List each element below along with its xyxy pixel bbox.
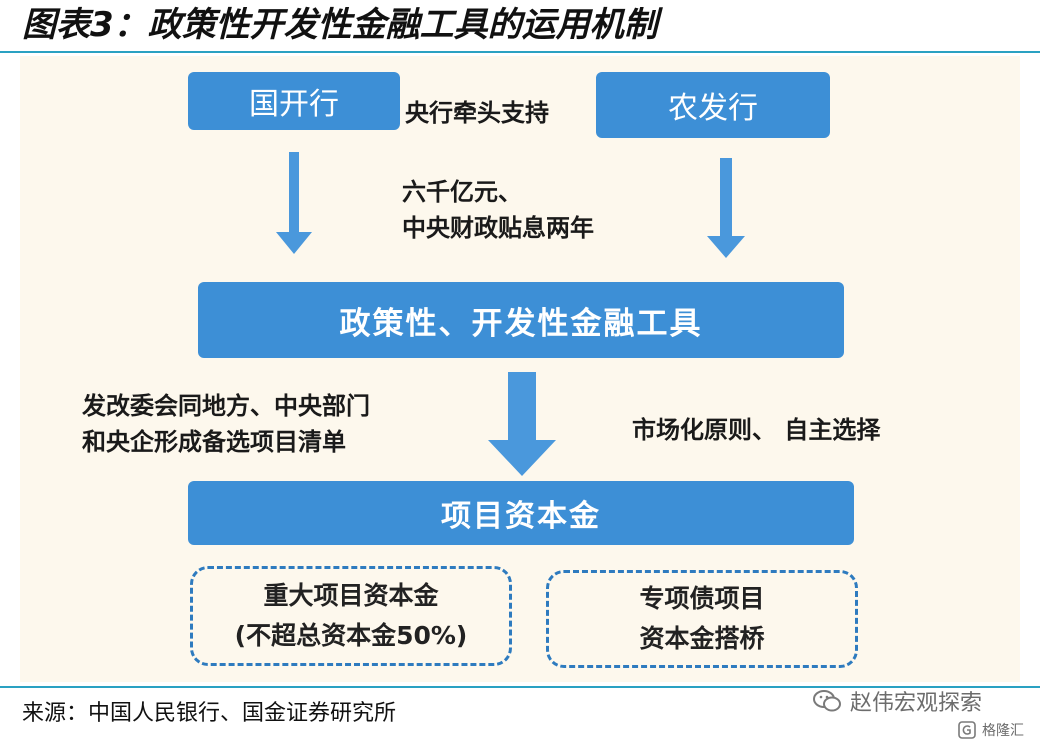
page-title: 图表3：政策性开发性金融工具的运用机制: [22, 5, 658, 45]
box-financial-tool: 政策性、开发性金融工具: [198, 282, 844, 358]
wechat-icon: [813, 690, 841, 712]
watermark-account-row: 赵伟宏观探索: [812, 686, 1032, 716]
arrow-nfh-down: [707, 158, 745, 258]
box-guokaihang: 国开行: [188, 72, 400, 130]
label-funding: 六千亿元、 中央财政贴息两年: [402, 174, 594, 246]
label-funding-line2: 中央财政贴息两年: [402, 214, 594, 242]
top-rule: [0, 51, 1040, 53]
arrow-tool-down: [488, 372, 556, 476]
major-project-line1: 重大项目资本金: [263, 581, 439, 610]
watermark-platform-row: 格隆汇: [958, 716, 1032, 744]
label-ndrc-project-list: 发改委会同地方、中央部门 和央企形成备选项目清单: [82, 388, 370, 460]
gelonghui-logo-icon: [958, 721, 976, 739]
major-project-line2: (不超总资本金50%): [234, 621, 468, 650]
box-project-capital: 项目资本金: [188, 481, 854, 545]
watermark-platform: 格隆汇: [982, 723, 1024, 739]
label-market-principle: 市场化原则、 自主选择: [632, 416, 881, 444]
box-nongfahang: 农发行: [596, 72, 830, 138]
watermark: 赵伟宏观探索 格隆汇: [812, 686, 1032, 746]
arrow-gkh-down: [276, 152, 312, 254]
special-bond-line2: 资本金搭桥: [639, 624, 765, 653]
dashed-box-special-bond: 专项债项目 资本金搭桥: [546, 570, 858, 668]
watermark-account: 赵伟宏观探索: [850, 691, 983, 716]
label-ndrc-line1: 发改委会同地方、中央部门: [82, 392, 370, 420]
source-note: 来源：中国人民银行、国金证券研究所: [22, 701, 397, 726]
label-central-bank-support: 央行牵头支持: [405, 99, 549, 127]
label-ndrc-line2: 和央企形成备选项目清单: [82, 428, 346, 456]
bottom-rule: [0, 686, 1040, 688]
dashed-box-major-project: 重大项目资本金 (不超总资本金50%): [190, 566, 512, 666]
label-funding-line1: 六千亿元、: [402, 178, 522, 206]
special-bond-line1: 专项债项目: [639, 584, 765, 613]
